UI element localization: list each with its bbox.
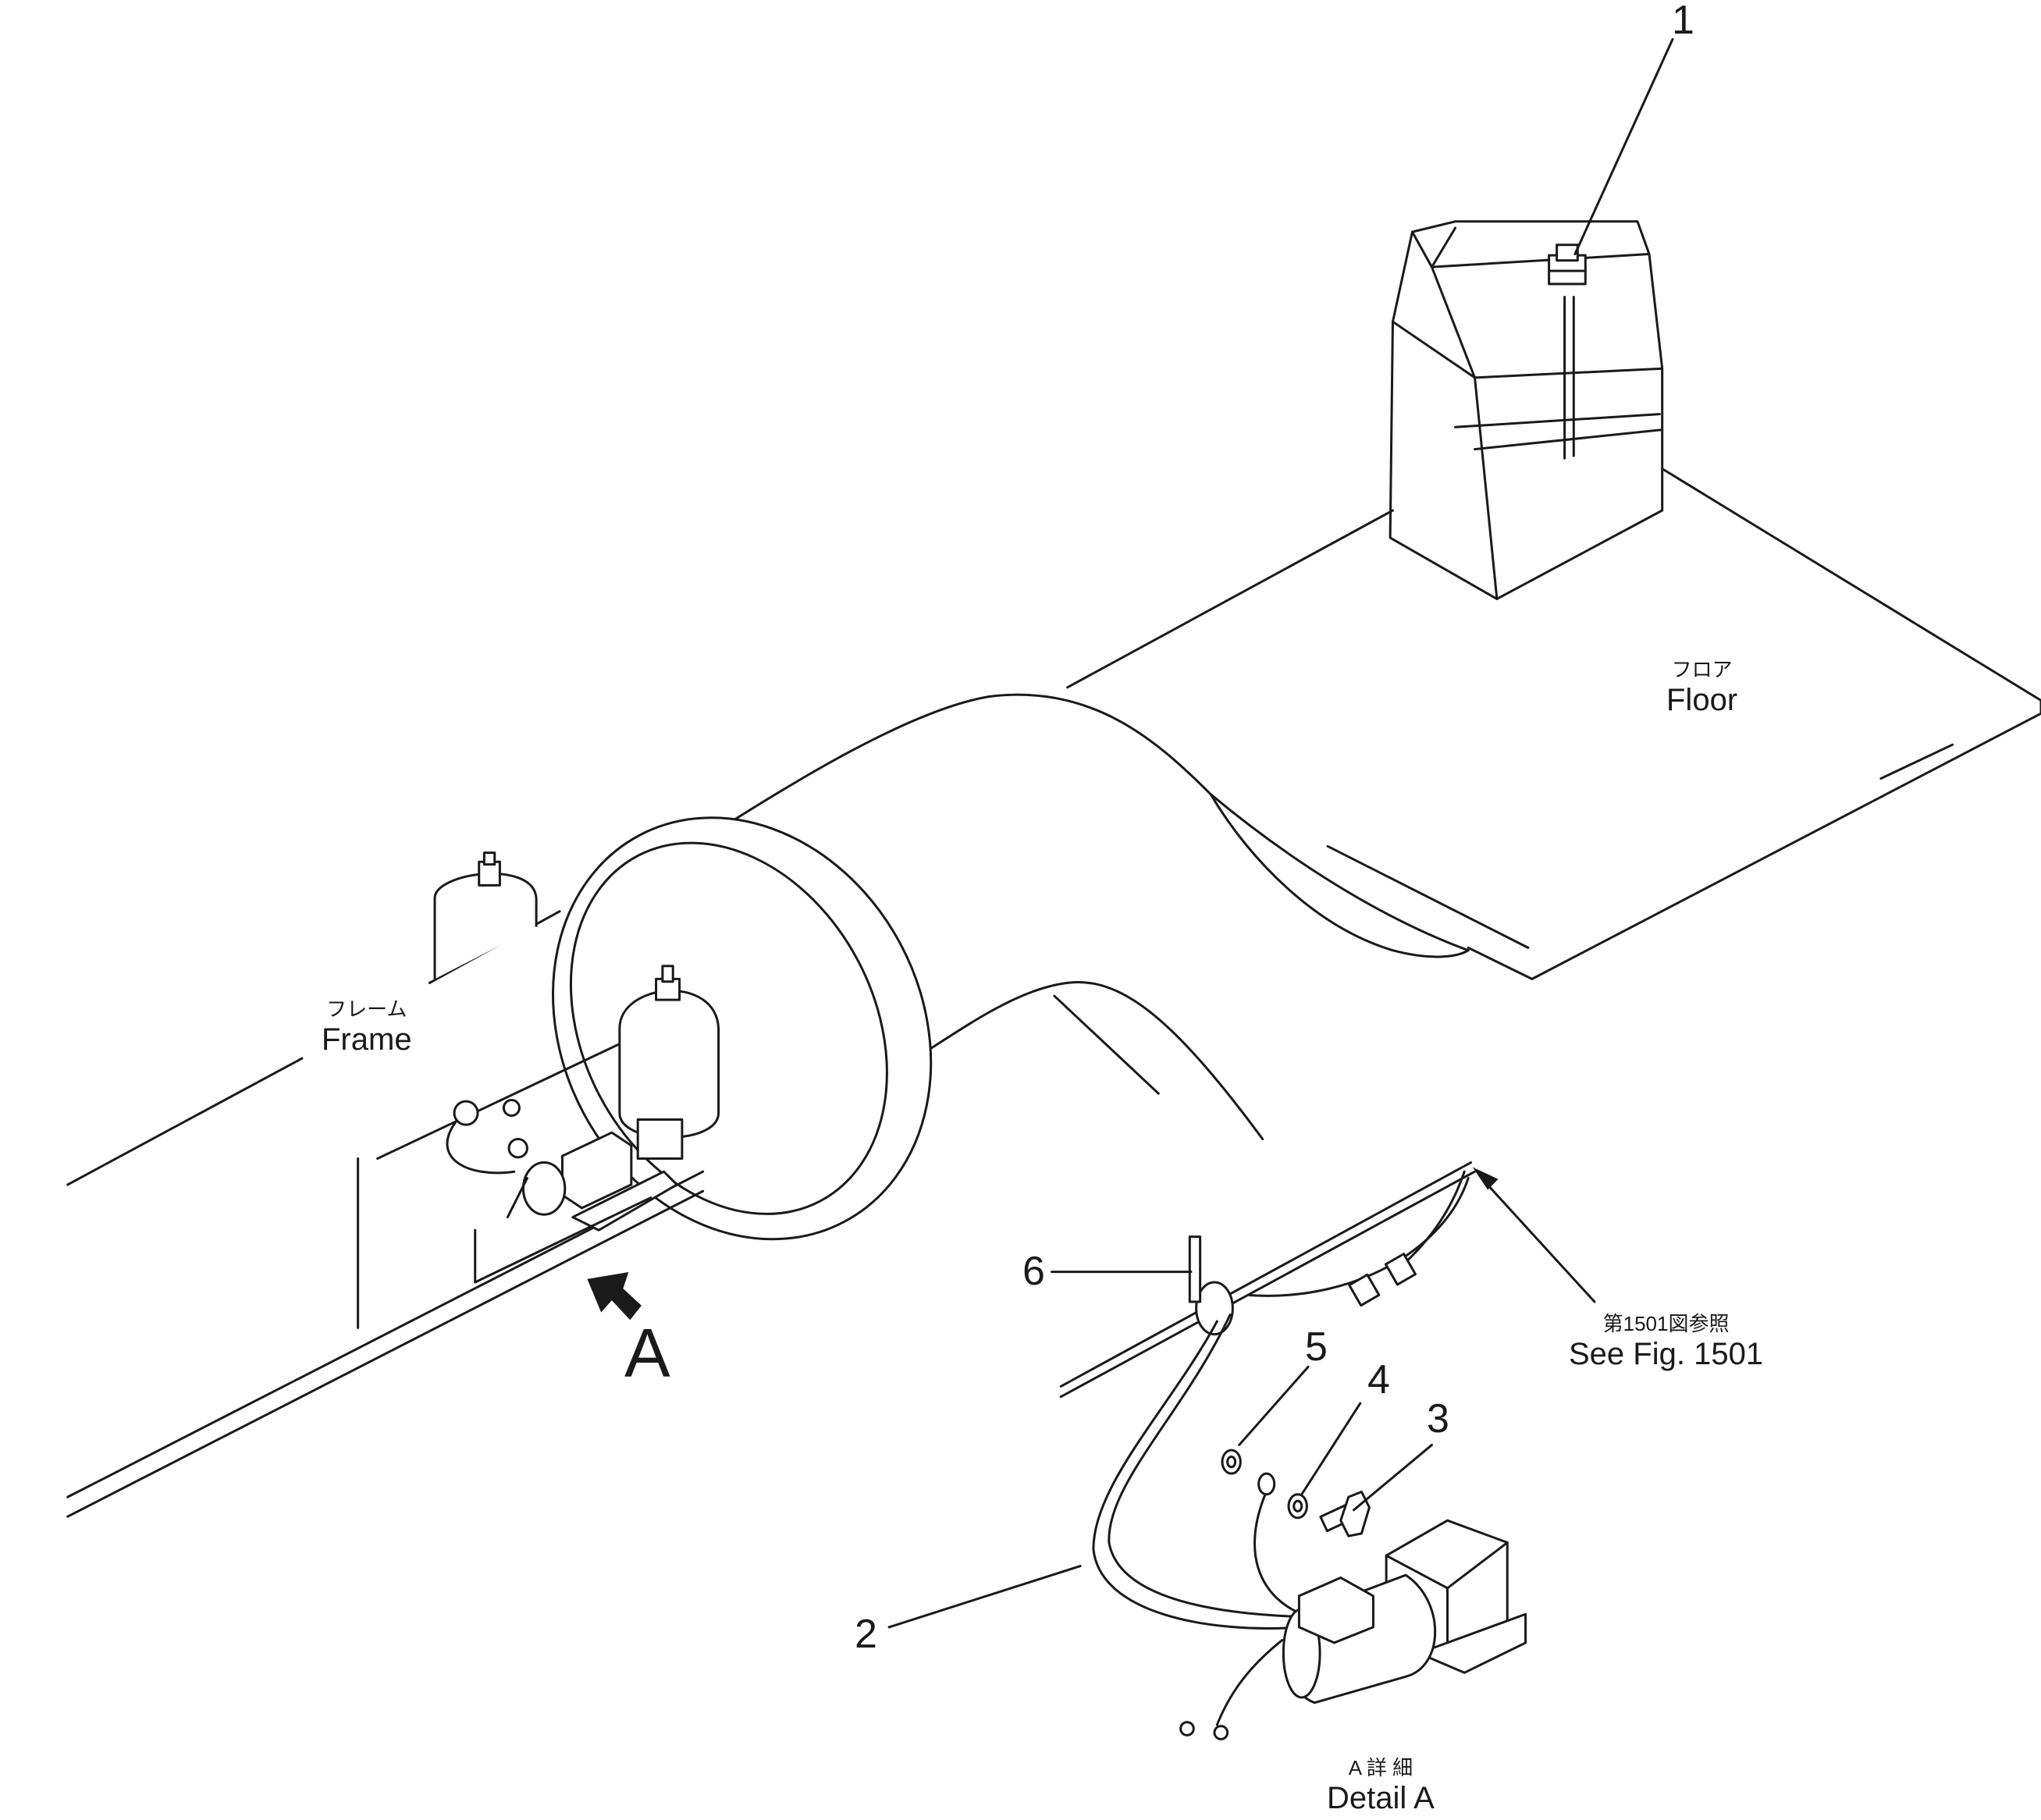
frame-beam	[68, 912, 703, 1516]
wheel-disc	[481, 751, 1003, 1306]
floor-plate	[1068, 469, 2041, 979]
reference-label-jp: 第1501図参照	[1602, 1312, 1730, 1335]
frame-label: フレーム Frame	[322, 999, 412, 1055]
harness-on-frame	[447, 1100, 527, 1217]
floor-label-en: Floor	[1666, 683, 1738, 717]
clamp-part-6	[1189, 1237, 1232, 1335]
detail-cable	[1093, 1315, 1302, 1740]
leader-lines	[889, 39, 1673, 1627]
switch-part-1	[1549, 245, 1586, 284]
accumulator-front	[620, 966, 719, 1159]
detail-label: A 詳 細 Detail A	[1327, 1758, 1435, 1814]
callout-4: 4	[1367, 1357, 1390, 1402]
floor-label: フロア Floor	[1666, 659, 1737, 716]
motor-detail	[1283, 1520, 1525, 1702]
frame-label-jp: フレーム	[326, 997, 407, 1021]
callout-6: 6	[1022, 1249, 1045, 1294]
detail-label-en: Detail A	[1327, 1781, 1435, 1815]
washer-part-5	[1222, 1450, 1240, 1473]
detail-harness-rod	[1061, 1163, 1474, 1397]
callout-1: 1	[1672, 0, 1694, 43]
view-arrow-a	[588, 1273, 641, 1318]
bolt-part-3	[1321, 1491, 1370, 1536]
connector-pair	[1349, 1254, 1416, 1306]
floor-label-jp: フロア	[1671, 658, 1733, 681]
accumulator-rear	[435, 853, 536, 979]
reference-label-en: See Fig. 1501	[1569, 1337, 1764, 1371]
callout-5: 5	[1305, 1324, 1328, 1370]
callout-3: 3	[1427, 1396, 1449, 1441]
frame-label-en: Frame	[322, 1022, 412, 1057]
reference-label: 第1501図参照 See Fig. 1501	[1569, 1313, 1763, 1370]
control-box	[1390, 222, 1662, 599]
motor-on-frame	[475, 1132, 677, 1282]
view-arrow-label: A	[624, 1314, 670, 1392]
washer-part-4	[1289, 1495, 1307, 1518]
cab-hump	[703, 695, 1469, 1139]
callout-2: 2	[855, 1612, 877, 1657]
detail-label-jp: A 詳 細	[1348, 1756, 1413, 1779]
washer-loose	[1259, 1473, 1275, 1495]
